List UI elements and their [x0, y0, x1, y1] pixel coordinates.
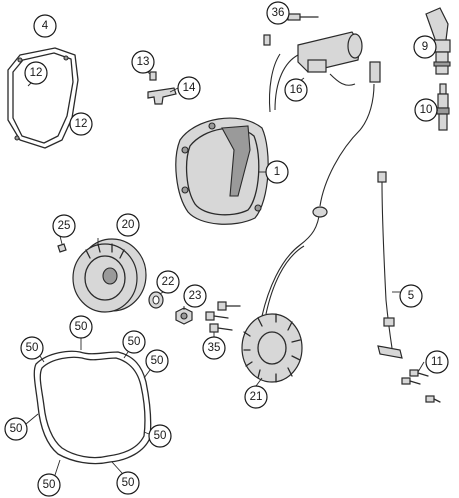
callout-13: 13: [131, 50, 155, 74]
svg-text:50: 50: [75, 321, 88, 333]
callout-35: 35: [202, 336, 226, 360]
wiring-harness-part-5: [377, 171, 403, 359]
callout-50-bottom-right: 50: [111, 461, 140, 495]
svg-text:35: 35: [208, 342, 221, 354]
svg-text:4: 4: [42, 20, 49, 32]
callout-12-upper: 12: [24, 61, 48, 85]
svg-text:14: 14: [183, 82, 196, 94]
callout-50-top-right: 50: [122, 330, 146, 359]
svg-text:50: 50: [43, 479, 56, 491]
stator-part-21: [241, 61, 381, 383]
clip-part-14: [147, 87, 177, 105]
svg-text:13: 13: [137, 56, 150, 68]
large-gasket-part-50: [33, 350, 152, 465]
callout-5: 5: [399, 284, 423, 308]
callout-23: 23: [183, 284, 207, 308]
svg-text:22: 22: [162, 276, 175, 288]
svg-text:36: 36: [272, 7, 285, 19]
svg-text:50: 50: [26, 342, 39, 354]
callout-21: 21: [244, 385, 268, 409]
svg-text:1: 1: [274, 166, 280, 178]
svg-text:20: 20: [122, 219, 135, 231]
svg-text:12: 12: [75, 118, 88, 130]
callout-4: 4: [33, 14, 57, 38]
svg-text:50: 50: [154, 430, 167, 442]
flywheel-part-20: [72, 238, 147, 313]
washer-part-22: [148, 291, 164, 309]
bolts-part-11: [401, 369, 441, 403]
callout-50-right-lower: 50: [143, 424, 172, 448]
svg-text:50: 50: [10, 423, 23, 435]
callout-25: 25: [52, 214, 76, 238]
callout-20: 20: [116, 213, 140, 237]
svg-text:23: 23: [189, 290, 202, 302]
gasket-hole: [17, 57, 23, 63]
svg-text:21: 21: [250, 391, 263, 403]
svg-text:9: 9: [422, 41, 428, 53]
callout-9: 9: [413, 35, 437, 59]
callout-10: 10: [414, 98, 438, 122]
bolt-part-36: [263, 13, 319, 46]
key-part-25: [57, 243, 67, 253]
cover-gasket-part-4: [7, 47, 79, 149]
callout-14: 14: [177, 76, 201, 100]
callout-16: 16: [284, 78, 308, 102]
callout-50-bottom-left: 50: [37, 459, 61, 497]
gasket-hole: [14, 135, 20, 141]
nut-part-23: [175, 307, 193, 325]
svg-text:50: 50: [122, 477, 135, 489]
ignition-coil-part-16: [268, 31, 363, 113]
screw-part-13: [149, 71, 157, 81]
svg-text:50: 50: [151, 355, 164, 367]
callout-50-left: 50: [4, 413, 39, 441]
svg-text:12: 12: [30, 67, 43, 79]
callout-36: 36: [266, 1, 290, 25]
spark-plug-cap-part-9: [425, 7, 451, 75]
svg-text:10: 10: [420, 104, 433, 116]
callout-12-lower: 12: [69, 112, 93, 136]
callout-50-top-center: 50: [69, 315, 93, 350]
svg-text:11: 11: [431, 356, 443, 368]
svg-text:50: 50: [128, 336, 141, 348]
callout-1: 1: [265, 160, 289, 184]
svg-text:25: 25: [58, 220, 71, 232]
callout-11: 11: [425, 350, 449, 374]
generator-cover-part-1: [175, 117, 269, 225]
callout-50-right-upper: 50: [143, 349, 169, 379]
screws-part-35: [205, 301, 241, 333]
gasket-hole: [63, 55, 69, 61]
spark-plug-part-10: [436, 83, 450, 131]
svg-text:5: 5: [408, 290, 414, 302]
callout-22: 22: [156, 270, 180, 294]
callout-50-top-left: 50: [20, 336, 45, 363]
svg-text:16: 16: [290, 84, 303, 96]
